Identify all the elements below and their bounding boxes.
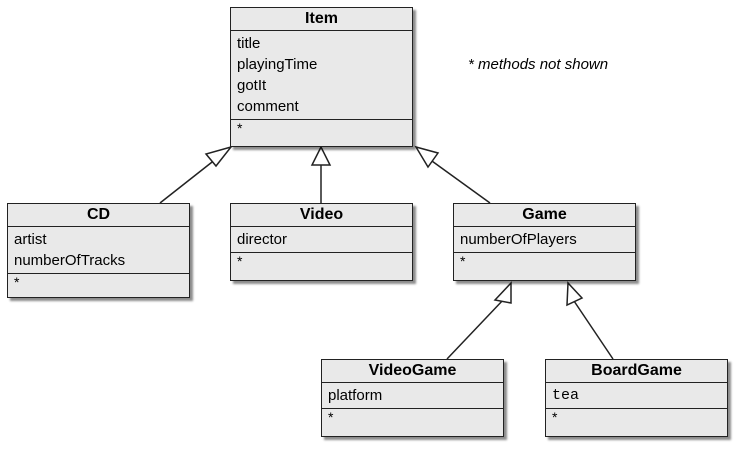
class-game: Game numberOfPlayers * xyxy=(453,203,636,281)
edge-game-item xyxy=(424,155,491,204)
attribute: comment xyxy=(237,98,299,115)
class-methods: * xyxy=(237,120,243,136)
class-attributes: tea xyxy=(546,383,727,409)
edge-boardgame-game xyxy=(573,300,614,360)
class-attributes: director xyxy=(231,227,412,253)
class-methods: * xyxy=(460,253,466,269)
class-methods: * xyxy=(552,409,558,425)
class-item: Item title playingTime gotIt comment * xyxy=(230,7,413,147)
attribute: platform xyxy=(328,387,383,404)
class-attributes: title playingTime gotIt comment xyxy=(231,31,412,120)
class-cd: CD artist numberOfTracks * xyxy=(7,203,190,298)
class-video: Video director * xyxy=(230,203,413,281)
class-attributes: artist numberOfTracks xyxy=(8,227,189,274)
attribute: title xyxy=(237,35,261,52)
class-name: Game xyxy=(454,204,635,227)
class-boardgame: BoardGame tea * xyxy=(545,359,728,437)
diagram-note: * methods not shown xyxy=(468,56,609,73)
class-name: CD xyxy=(8,204,189,227)
arrowhead-videogame-game xyxy=(493,281,512,304)
class-methods: * xyxy=(237,253,243,269)
class-attributes: platform xyxy=(322,383,503,409)
class-name: Item xyxy=(231,8,412,31)
arrowhead-video-item xyxy=(310,145,332,166)
attribute: numberOfTracks xyxy=(14,252,126,269)
class-name: VideoGame xyxy=(322,360,503,383)
class-videogame: VideoGame platform * xyxy=(321,359,504,437)
edge-cd-item xyxy=(159,154,222,204)
arrowhead-boardgame-game xyxy=(566,281,584,307)
attribute: tea xyxy=(552,387,580,404)
class-methods: * xyxy=(14,274,20,290)
attribute: playingTime xyxy=(237,56,318,73)
edge-videogame-game xyxy=(446,298,505,360)
attribute: gotIt xyxy=(237,77,267,94)
class-name: BoardGame xyxy=(546,360,727,383)
arrowhead-cd-item xyxy=(204,145,234,168)
attribute: numberOfPlayers xyxy=(460,231,577,248)
arrowhead-game-item xyxy=(414,145,440,169)
class-name: Video xyxy=(231,204,412,227)
attribute: director xyxy=(237,231,288,248)
class-methods: * xyxy=(328,409,334,425)
class-attributes: numberOfPlayers xyxy=(454,227,635,253)
attribute: artist xyxy=(14,231,47,248)
